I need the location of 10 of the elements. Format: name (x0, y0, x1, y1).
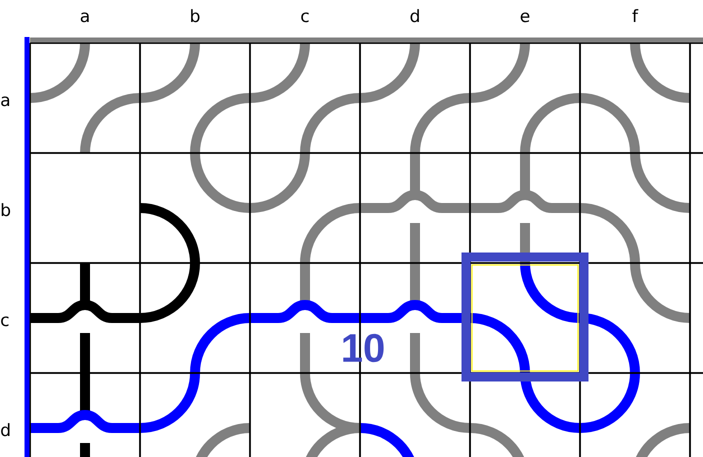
row-label: c (1, 316, 8, 326)
column-label: b (191, 9, 200, 22)
column-label: c (301, 12, 309, 22)
column-label: f (632, 9, 638, 22)
row-label: d (1, 423, 10, 436)
column-label: d (410, 9, 419, 22)
row-label: b (2, 203, 10, 216)
column-label: e (520, 12, 530, 22)
column-label: a (80, 12, 89, 22)
row-label: a (1, 96, 10, 106)
